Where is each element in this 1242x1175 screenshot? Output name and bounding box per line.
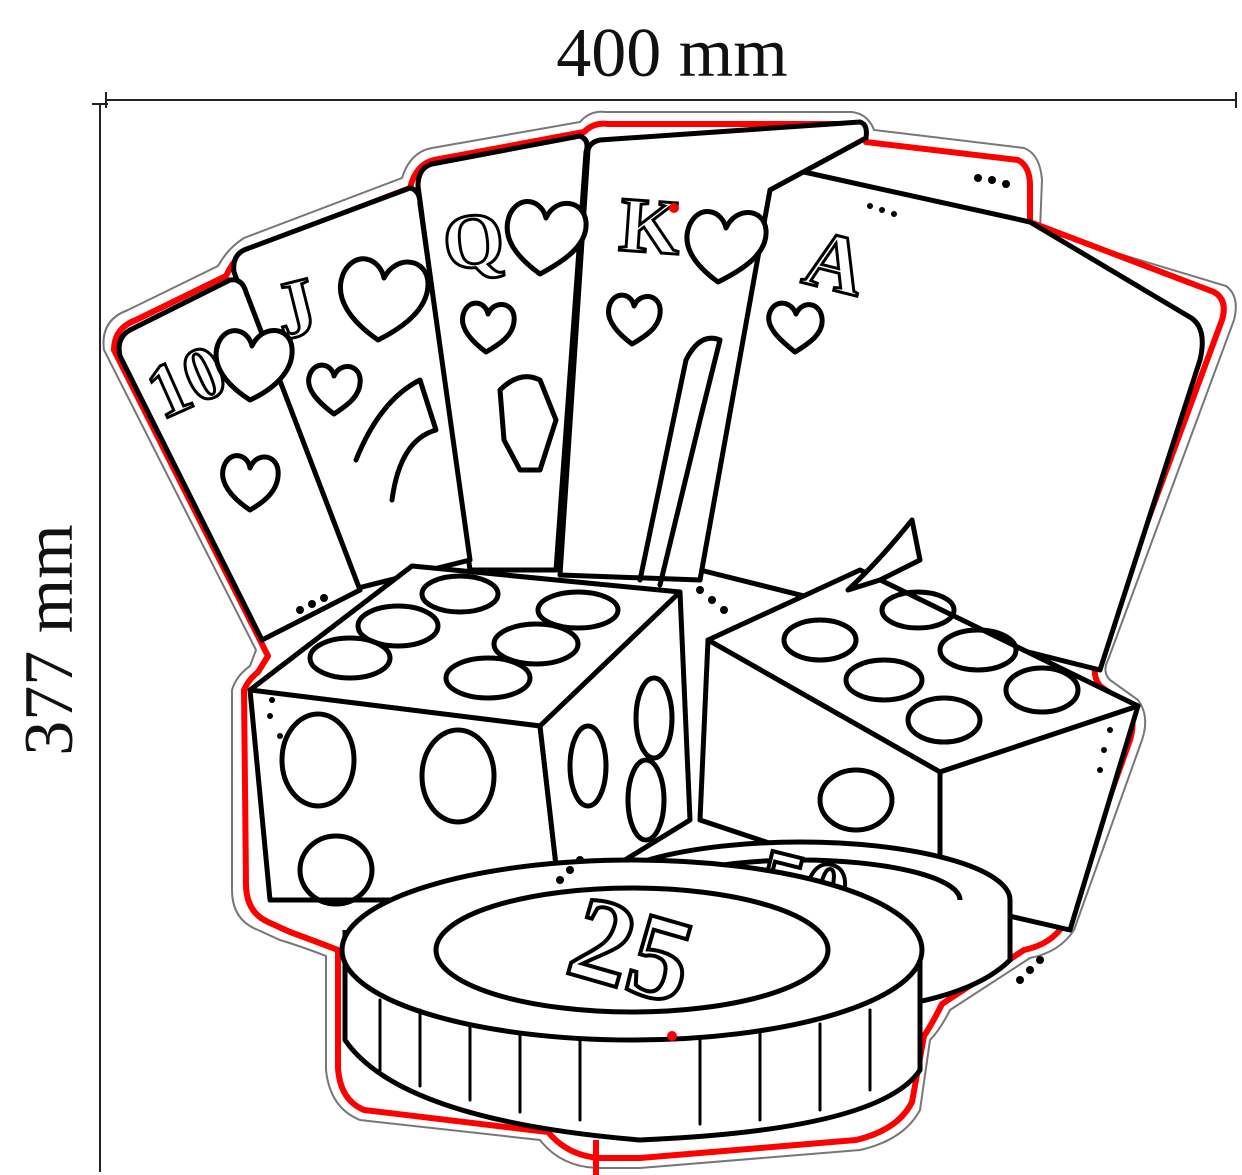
width-label: 400 mm <box>556 15 787 92</box>
heart-icon <box>766 300 825 355</box>
card-king: K <box>557 119 869 588</box>
card-king-rank: K <box>617 180 684 271</box>
card-ten: 10 <box>116 277 363 643</box>
card-queen: Q <box>415 133 590 573</box>
outer-contour <box>102 110 1237 1169</box>
heart-icon <box>337 256 431 343</box>
height-dimension: 377 mm <box>11 103 108 1172</box>
registration-dot <box>667 1031 677 1041</box>
heart-icon <box>213 328 295 403</box>
height-label: 377 mm <box>11 524 88 755</box>
cards-fan: A K Q J <box>116 119 1205 673</box>
chip-front: 25 <box>339 857 925 1143</box>
heart-icon <box>684 209 769 285</box>
die-left <box>247 563 693 907</box>
heart-icon <box>306 362 363 417</box>
registration-dot <box>669 203 679 213</box>
heart-icon <box>606 292 663 347</box>
heart-icon <box>504 199 589 277</box>
card-queen-rank: Q <box>439 194 508 287</box>
width-dimension: 400 mm <box>105 15 1237 108</box>
stipple-dots <box>267 586 1113 984</box>
heart-icon <box>220 453 281 513</box>
heart-icon <box>460 300 517 355</box>
card-ace: A <box>697 165 1205 673</box>
card-jack: J <box>231 185 473 593</box>
